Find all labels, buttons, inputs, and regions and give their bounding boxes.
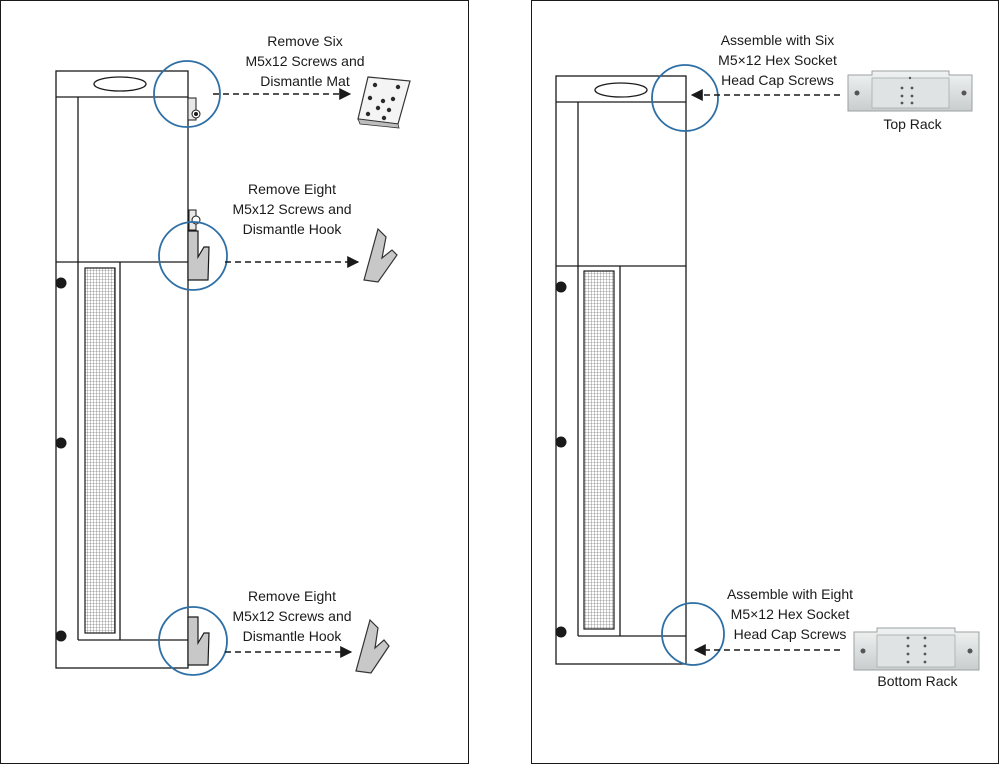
top-rack-icon: [848, 71, 972, 111]
right-cabinet: [556, 76, 686, 664]
right-highlight-circles: [652, 65, 724, 665]
right-arrows: [692, 95, 840, 650]
left-bottom-hook: [188, 617, 209, 665]
left-mesh-panel: [85, 268, 115, 633]
hook-part-icon: [364, 229, 397, 282]
left-cabinet: [56, 71, 188, 668]
right-callout-bottom: Assemble with Eight M5×12 Hex Socket Hea…: [710, 584, 870, 644]
right-hinge-dots: [556, 282, 567, 638]
left-callout-middle: Remove Eight M5x12 Screws and Dismantle …: [217, 179, 367, 239]
left-highlight-circles: [154, 61, 227, 675]
top-rack-label: Top Rack: [860, 114, 965, 134]
bottom-rack-icon: [854, 628, 979, 670]
left-middle-hook: [188, 231, 209, 280]
right-mesh-panel: [584, 271, 614, 629]
left-hinge-dots: [56, 278, 67, 642]
left-arrows: [213, 94, 358, 652]
bottom-rack-label: Bottom Rack: [865, 671, 970, 691]
left-top-bracket: [188, 98, 200, 120]
right-callout-top: Assemble with Six M5×12 Hex Socket Head …: [700, 30, 855, 90]
left-middle-bracket: [189, 210, 200, 230]
left-callout-top: Remove Six M5x12 Screws and Dismantle Ma…: [230, 31, 380, 91]
left-callout-bottom: Remove Eight M5x12 Screws and Dismantle …: [217, 586, 367, 646]
